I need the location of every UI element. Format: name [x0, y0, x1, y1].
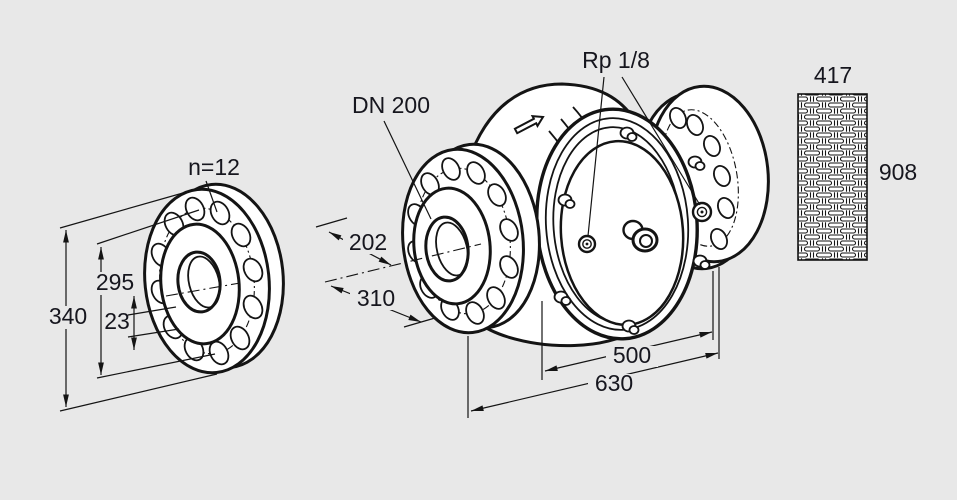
outlet-bolt-holes — [669, 107, 735, 250]
insert-height-label: 908 — [879, 159, 917, 185]
dim-23-label: 23 — [104, 308, 130, 334]
bore-wall — [187, 255, 221, 309]
valve-dimensions: 202 310 500 630 DN 200 Rp 1/8 — [315, 47, 720, 418]
rp-leader-line-left — [587, 76, 605, 237]
rp-leader-line-right — [621, 76, 701, 206]
center-plug — [622, 219, 659, 253]
dim-340-label: 340 — [49, 303, 87, 329]
rp-port-right — [691, 201, 713, 223]
inlet-flange — [401, 142, 541, 335]
n12-leader-line — [205, 180, 218, 213]
axis-centerline — [324, 243, 482, 283]
bolt-count-label: n=12 — [188, 154, 240, 180]
chamber — [535, 107, 713, 341]
insert-width-label: 417 — [814, 62, 852, 88]
dim-295-label: 295 — [96, 269, 134, 295]
rp-port-left — [577, 234, 597, 254]
dn200-leader-line — [383, 120, 432, 220]
dim-500-label: 500 — [613, 342, 651, 368]
flow-direction-arrow-icon — [513, 114, 545, 135]
mating-flange — [143, 182, 285, 375]
insert-hatch-rect — [797, 93, 868, 261]
nominal-diameter-label: DN 200 — [352, 92, 430, 118]
strainer-insert: 417 908 — [797, 62, 917, 261]
dim-310-label: 310 — [357, 285, 395, 311]
port-thread-label: Rp 1/8 — [582, 47, 650, 73]
dim-630-label: 630 — [595, 370, 633, 396]
mating-flange-dimensions: 340 295 23 n=12 — [45, 154, 240, 412]
inlet-bore-wall — [435, 221, 469, 277]
cover-bolts — [553, 126, 711, 335]
valve-body — [324, 82, 770, 348]
dim-202-label: 202 — [349, 229, 387, 255]
